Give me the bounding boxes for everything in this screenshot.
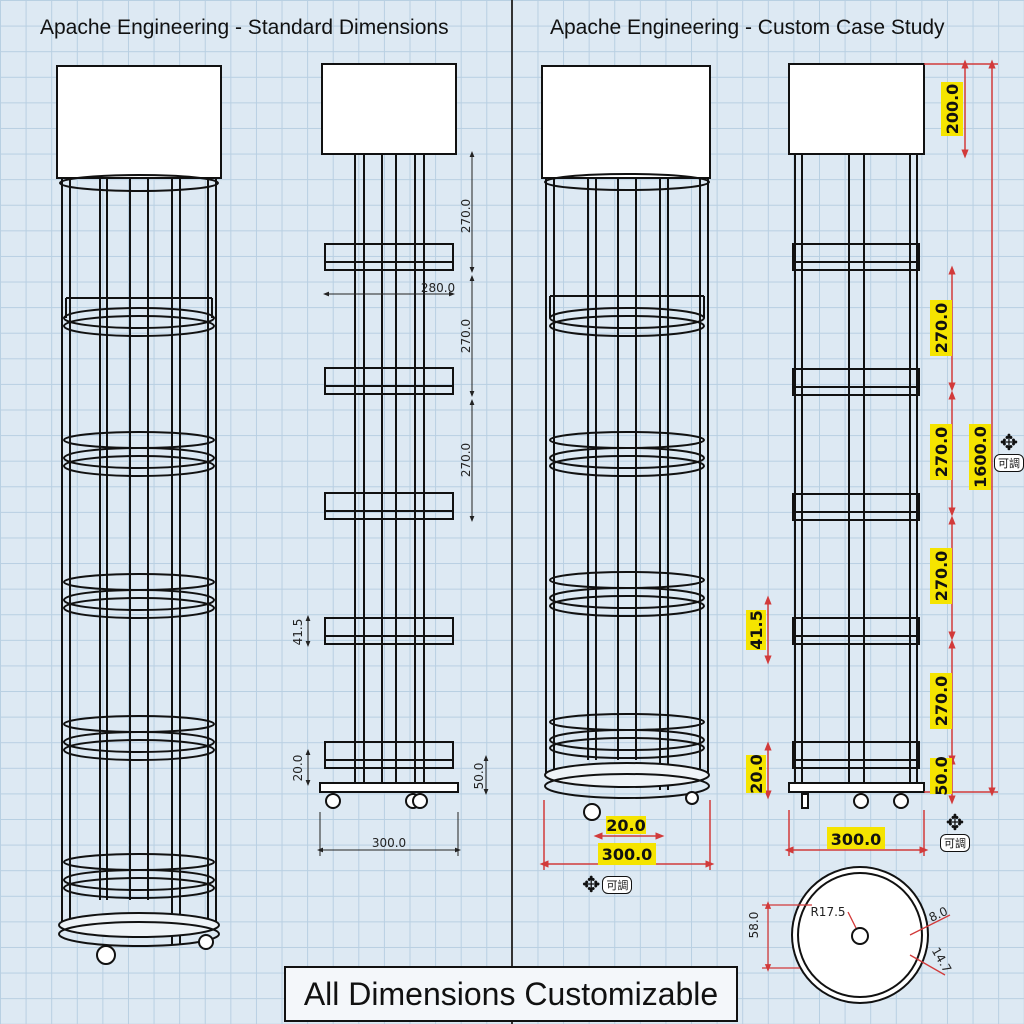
shelf-front-2 (324, 367, 454, 395)
dims-standard (305, 151, 489, 856)
dim-std-spacing-3: 270.0 (459, 443, 473, 477)
footer-banner: All Dimensions Customizable (284, 966, 738, 1022)
adjust-tag: 可調 (994, 454, 1024, 472)
dim-labels-standard: 270.0 280.0 270.0 270.0 41.5 20.0 50.0 3… (291, 199, 486, 850)
move-icon-iso[interactable]: ✥ 可調 (582, 872, 633, 897)
dim-circle-radius: R17.5 (810, 905, 845, 919)
adjust-tag: 可調 (940, 834, 970, 852)
dim-custom-base-height: 50.0 (932, 756, 951, 795)
header-box (56, 65, 222, 179)
dim-custom-base-gap: 20.0 (747, 754, 766, 793)
dim-std-base-height: 50.0 (472, 763, 486, 790)
hl-iso-width (598, 843, 656, 865)
dim-custom-base-width: 300.0 (831, 830, 882, 849)
dim-circle-edge: 14.7 (929, 945, 954, 975)
dim-custom-iso-width: 300.0 (602, 845, 653, 864)
top-view-circle (791, 866, 929, 1004)
dim-custom-total-height: 1600.0 (971, 426, 990, 488)
dim-custom-spacing-2: 270.0 (932, 427, 951, 478)
move-arrows-icon: ✥ (582, 872, 601, 897)
dim-std-spacing-1: 270.0 (459, 199, 473, 233)
move-icon-front[interactable]: ✥ 可調 (940, 812, 970, 852)
front-view-custom (788, 63, 925, 809)
move-icon-total[interactable]: ✥ 可調 (994, 432, 1024, 472)
dim-custom-inner-width: 20.0 (606, 816, 645, 835)
dim-std-shelf-width: 280.0 (421, 281, 455, 295)
dim-custom-spacing-3: 270.0 (932, 551, 951, 602)
dim-custom-spacing-1: 270.0 (932, 303, 951, 354)
shelf-4 (63, 715, 215, 761)
shelf-front-1 (324, 243, 454, 271)
dim-std-base-gap: 20.0 (291, 755, 305, 782)
dim-custom-shelf-height: 41.5 (747, 610, 766, 649)
panel-divider (511, 0, 513, 1024)
dim-custom-header: 200.0 (943, 84, 962, 135)
shelf-2 (63, 431, 215, 477)
shelf-5 (63, 853, 215, 899)
hl-inner-width (606, 816, 646, 834)
dim-std-shelf-height: 41.5 (291, 619, 305, 646)
shelf-front-4 (324, 617, 454, 645)
front-view-standard (319, 63, 459, 809)
title-standard: Apache Engineering - Standard Dimensions (40, 16, 449, 39)
shelf-front-5 (324, 741, 454, 769)
dim-std-base-width: 300.0 (372, 836, 406, 850)
title-custom: Apache Engineering - Custom Case Study (550, 16, 945, 39)
dim-labels-custom: 200.0 270.0 270.0 270.0 270.0 50.0 1600.… (746, 82, 991, 849)
shelf-front-3 (324, 492, 454, 520)
dim-std-spacing-2: 270.0 (459, 319, 473, 353)
shelf-1 (63, 297, 215, 337)
iso-rack-custom (541, 65, 711, 821)
move-arrows-icon: ✥ (945, 810, 965, 835)
dims-circle (762, 901, 951, 976)
move-arrows-icon: ✥ (999, 430, 1019, 455)
dim-circle-height: 58.0 (747, 912, 761, 939)
dim-custom-spacing-4: 270.0 (932, 676, 951, 727)
adjust-tag: 可調 (602, 876, 633, 894)
dim-circle-rim: 8.0 (927, 904, 950, 925)
shelf-3 (63, 573, 215, 619)
iso-rack-standard (56, 65, 222, 965)
